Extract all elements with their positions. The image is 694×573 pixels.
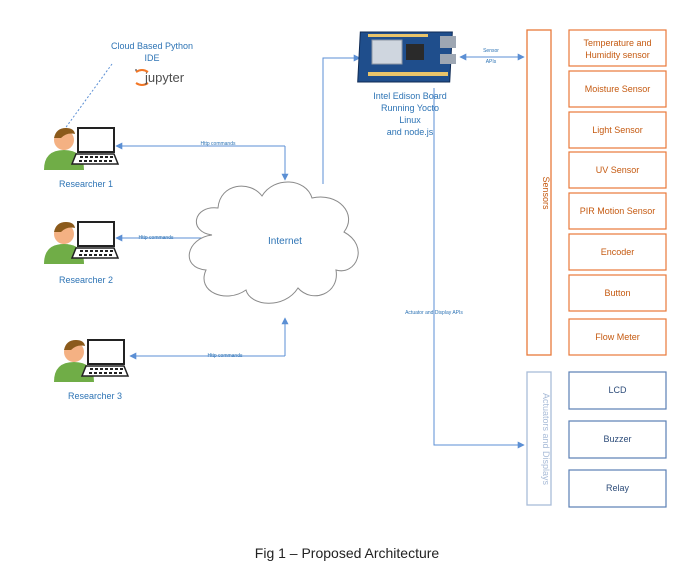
laptop-icon bbox=[70, 221, 120, 259]
board-label-line4: and node.js bbox=[387, 127, 434, 137]
actuator-box bbox=[568, 420, 667, 459]
sensor-box bbox=[568, 29, 667, 67]
internet-cloud: Internet bbox=[188, 181, 359, 304]
sensors-bar-label: Sensors bbox=[541, 176, 551, 210]
actuator-api-label: Actuator and Display APIs bbox=[405, 310, 463, 316]
jupyter-wordmark: jupyter bbox=[144, 70, 185, 85]
actuator-item: Relay bbox=[568, 469, 667, 508]
internet-cloud-icon bbox=[188, 181, 359, 304]
sensor-box bbox=[568, 111, 667, 149]
intel-edison-board-icon bbox=[357, 31, 456, 83]
http-links: Http commands Http commands Http command… bbox=[115, 141, 289, 360]
sensor-item: Moisture Sensor bbox=[568, 70, 667, 108]
actuator-box bbox=[568, 371, 667, 410]
actuators-bar bbox=[526, 371, 552, 506]
sensor-box bbox=[568, 192, 667, 230]
sensor-item: Encoder bbox=[568, 233, 667, 271]
sensor-item: Button bbox=[568, 274, 667, 312]
sensor-item: PIR Motion Sensor bbox=[568, 192, 667, 230]
researcher-name: Researcher 2 bbox=[59, 275, 113, 285]
actuator-api-link bbox=[433, 88, 525, 449]
researcher1-link-label: Http commands bbox=[200, 141, 236, 147]
researcher-1: Researcher 1 bbox=[44, 127, 120, 189]
sensor-box bbox=[568, 70, 667, 108]
actuator-item: Buzzer bbox=[568, 420, 667, 459]
person-icon bbox=[54, 340, 94, 382]
sensor-box bbox=[568, 233, 667, 271]
cloud-ide: Cloud Based Python IDE jupyter bbox=[111, 41, 193, 86]
person-icon bbox=[44, 128, 84, 170]
sensor-api-label-line1: Sensor bbox=[483, 48, 499, 54]
cloud-ide-title-line1: Cloud Based Python bbox=[111, 41, 193, 51]
internet-board-link bbox=[322, 54, 361, 184]
sensors-bar bbox=[526, 29, 552, 356]
researcher-name: Researcher 1 bbox=[59, 179, 113, 189]
researcher-3: Researcher 3 bbox=[54, 339, 130, 401]
sensor-label: Button bbox=[604, 288, 630, 298]
sensor-box bbox=[568, 151, 667, 189]
ide-connector-line bbox=[63, 63, 113, 131]
laptop-icon bbox=[70, 127, 120, 165]
sensor-item: UV Sensor bbox=[568, 151, 667, 189]
researcher-2: Researcher 2 bbox=[44, 221, 120, 285]
board-label-line1: Intel Edison Board bbox=[373, 91, 447, 101]
sensor-box bbox=[568, 274, 667, 312]
board-label-line3: Linux bbox=[399, 115, 421, 125]
board-label-line2: Running Yocto bbox=[381, 103, 439, 113]
jupyter-logo-icon bbox=[135, 69, 149, 86]
researchers: Researcher 1 Researcher 2 Researcher 3 bbox=[44, 127, 130, 401]
sensor-label: PIR Motion Sensor bbox=[580, 206, 656, 216]
sensor-box bbox=[568, 318, 667, 356]
sensor-label-line1: Temperature and bbox=[583, 38, 651, 48]
actuator-label: Buzzer bbox=[603, 434, 631, 444]
researcher2-link-label: Http commands bbox=[138, 235, 174, 241]
sensor-label-line2: Humidity sensor bbox=[585, 50, 650, 60]
laptop-icon bbox=[80, 339, 130, 377]
internet-label: Internet bbox=[268, 236, 302, 247]
actuator-box bbox=[568, 469, 667, 508]
cloud-ide-title-line2: IDE bbox=[144, 53, 159, 63]
sensor-label: Light Sensor bbox=[592, 125, 643, 135]
sensor-label: Encoder bbox=[601, 247, 635, 257]
researcher3-link-label: Http commands bbox=[207, 353, 243, 359]
figure-caption: Fig 1 – Proposed Architecture bbox=[254, 545, 440, 561]
sensor-item: Light Sensor bbox=[568, 111, 667, 149]
sensor-label: UV Sensor bbox=[596, 165, 640, 175]
actuator-label: Relay bbox=[606, 483, 630, 493]
sensor-api-label-line2: APIs bbox=[486, 59, 497, 65]
actuators-bar-label: Actuators and Displays bbox=[541, 393, 551, 486]
sensor-label: Flow Meter bbox=[595, 332, 640, 342]
researcher-name: Researcher 3 bbox=[68, 391, 122, 401]
actuator-item: LCD bbox=[568, 371, 667, 410]
actuator-label: LCD bbox=[608, 385, 627, 395]
sensor-label: Moisture Sensor bbox=[585, 84, 651, 94]
person-icon bbox=[44, 222, 84, 264]
sensor-item: Flow Meter bbox=[568, 318, 667, 356]
